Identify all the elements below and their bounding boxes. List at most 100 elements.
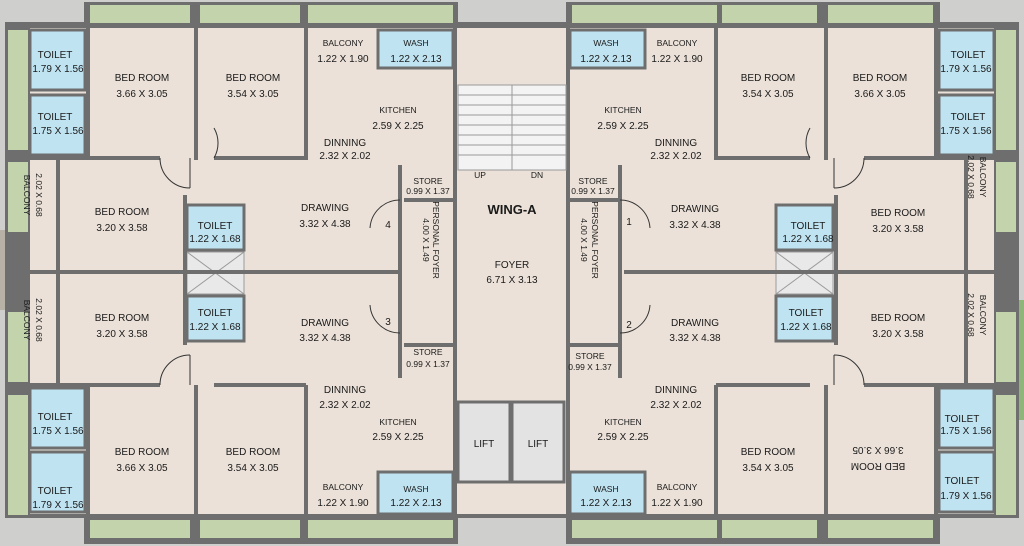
bed-room-c-name: BED ROOM — [95, 207, 149, 218]
dinning-dim: 2.32 X 2.02 — [319, 151, 371, 162]
balcony-side-name: BALCONY — [978, 157, 988, 198]
bed-room-c-dim: 3.20 X 3.58 — [872, 224, 924, 235]
bed-room-b-dim: 3.54 X 3.05 — [227, 89, 279, 100]
balcony-small-name: BALCONY — [657, 482, 698, 492]
toilet-a-name: TOILET — [951, 50, 986, 61]
toilet-b-dim: 1.75 X 1.56 — [32, 126, 84, 137]
bed-room-b-name: BED ROOM — [741, 73, 795, 84]
dinning-dim: 2.32 X 2.02 — [650, 151, 702, 162]
balcony-small-name: BALCONY — [323, 482, 364, 492]
toilet-b-dim: 1.75 X 1.56 — [32, 426, 84, 437]
kitchen-name: KITCHEN — [379, 105, 416, 115]
bed-room-c-name: BED ROOM — [871, 313, 925, 324]
wash-dim: 1.22 X 2.13 — [580, 498, 632, 509]
balcony-small-name: BALCONY — [657, 38, 698, 48]
bed-room-c-name: BED ROOM — [95, 313, 149, 324]
wash-name: WASH — [403, 484, 428, 494]
bed-room-a-dim: 3.66 X 3.05 — [116, 463, 168, 474]
dinning-name: DINNING — [324, 138, 366, 149]
personal-foyer-name: PERSONAL FOYER — [590, 201, 600, 279]
balcony-strips — [8, 5, 1016, 538]
toilet-b-name: TOILET — [38, 112, 73, 123]
wash-name: WASH — [593, 484, 618, 494]
toilet-c-dim: 1.22 X 1.68 — [780, 322, 832, 333]
bed-room-b-dim: 3.54 X 3.05 — [742, 463, 794, 474]
toilet-c-dim: 1.22 X 1.68 — [189, 322, 241, 333]
toilet-a-name: TOILET — [38, 50, 73, 61]
toilet-a-dim: 1.79 X 1.56 — [32, 500, 84, 511]
foyer-dim: 6.71 X 3.13 — [486, 275, 538, 286]
drawing-name: DRAWING — [671, 204, 719, 215]
bed-room-c-dim: 3.20 X 3.58 — [96, 329, 148, 340]
kitchen-dim: 2.59 X 2.25 — [597, 432, 649, 443]
wing-title: WING-A — [487, 202, 537, 217]
bed-room-a-name: BED ROOM — [853, 73, 907, 84]
unit-number: 1 — [626, 217, 632, 228]
dinning-name: DINNING — [655, 385, 697, 396]
balcony-side-dim: 2.02 X 0.68 — [34, 298, 44, 342]
kitchen-dim: 2.59 X 2.25 — [597, 121, 649, 132]
lift-label: LIFT — [528, 439, 549, 450]
door-swings — [159, 127, 865, 386]
balcony-small-dim: 1.22 X 1.90 — [317, 498, 369, 509]
bed-room-b-name: BED ROOM — [226, 73, 280, 84]
interior-walls — [30, 28, 994, 514]
store-name: STORE — [413, 176, 442, 186]
lift-shafts — [456, 400, 566, 484]
toilet-b-dim: 1.75 X 1.56 — [940, 426, 992, 437]
toilet-a-name: TOILET — [38, 486, 73, 497]
store-name: STORE — [578, 176, 607, 186]
bed-room-c-dim: 3.20 X 3.58 — [96, 223, 148, 234]
toilet-b-dim: 1.75 X 1.56 — [940, 126, 992, 137]
foyer-name: FOYER — [495, 260, 529, 271]
store-dim: 0.99 X 1.37 — [571, 186, 615, 196]
bed-room-c-dim: 3.20 X 3.58 — [872, 329, 924, 340]
toilet-c-name: TOILET — [198, 308, 233, 319]
bed-room-b-name: BED ROOM — [741, 447, 795, 458]
stair-down-label: DN — [531, 170, 543, 180]
bed-room-a-name: BED ROOM — [115, 73, 169, 84]
toilet-c-name: TOILET — [198, 221, 233, 232]
toilet-c-dim: 1.22 X 1.68 — [782, 234, 834, 245]
drawing-dim: 3.32 X 4.38 — [299, 333, 351, 344]
drawing-dim: 3.32 X 4.38 — [669, 220, 721, 231]
toilet-c-name: TOILET — [789, 308, 824, 319]
wash-dim: 1.22 X 2.13 — [390, 54, 442, 65]
store-name: STORE — [575, 351, 604, 361]
drawing-name: DRAWING — [301, 318, 349, 329]
toilet-c-dim: 1.22 X 1.68 — [189, 234, 241, 245]
kitchen-dim: 2.59 X 2.25 — [372, 432, 424, 443]
bed-room-a-dim: 3.66 X 3.05 — [116, 89, 168, 100]
store-dim: 0.99 X 1.37 — [406, 359, 450, 369]
toilet-b-name: TOILET — [945, 414, 980, 425]
kitchen-name: KITCHEN — [379, 417, 416, 427]
toilet-a-dim: 1.79 X 1.56 — [940, 64, 992, 75]
bed-room-b-dim: 3.54 X 3.05 — [227, 463, 279, 474]
balcony-side-name: BALCONY — [978, 295, 988, 336]
drawing-name: DRAWING — [671, 318, 719, 329]
toilet-a-dim: 1.79 X 1.56 — [32, 64, 84, 75]
kitchen-name: KITCHEN — [604, 417, 641, 427]
bed-room-a-name: BED ROOM — [115, 447, 169, 458]
toilet-a-dim: 1.79 X 1.56 — [940, 491, 992, 502]
personal-foyer-dim: 4.00 X 1.49 — [579, 218, 589, 262]
dinning-name: DINNING — [655, 138, 697, 149]
balcony-side-name: BALCONY — [22, 175, 32, 216]
balcony-side-dim: 2.02 X 0.68 — [966, 155, 976, 199]
balcony-small-dim: 1.22 X 1.90 — [651, 498, 703, 509]
bed-room-c-name: BED ROOM — [871, 208, 925, 219]
bed-room-b-dim: 3.54 X 3.05 — [742, 89, 794, 100]
bed-room-a-dim: 3.66 X 3.05 — [854, 89, 906, 100]
wash-name: WASH — [593, 38, 618, 48]
wash-name: WASH — [403, 38, 428, 48]
balcony-side-dim: 2.02 X 0.68 — [34, 173, 44, 217]
balcony-side-name: BALCONY — [22, 300, 32, 341]
kitchen-name: KITCHEN — [604, 105, 641, 115]
store-dim: 0.99 X 1.37 — [568, 362, 612, 372]
drawing-dim: 3.32 X 4.38 — [299, 219, 351, 230]
dinning-dim: 2.32 X 2.02 — [319, 400, 371, 411]
wet-areas — [28, 28, 996, 516]
bed-room-b-name: BED ROOM — [226, 447, 280, 458]
balcony-small-name: BALCONY — [323, 38, 364, 48]
